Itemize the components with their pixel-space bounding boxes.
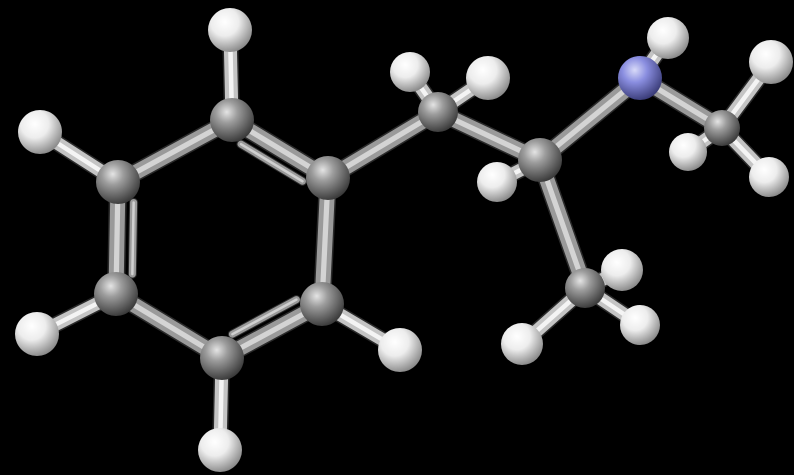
atom-c9-carbon	[565, 268, 605, 308]
bond-c8-c9	[531, 151, 594, 297]
atom-c8-carbon	[518, 138, 562, 182]
atom-h11-hydrogen	[669, 133, 707, 171]
atom-h5-hydrogen	[378, 328, 422, 372]
atom-h14-hydrogen	[501, 323, 543, 365]
atom-c10-carbon	[704, 110, 740, 146]
atom-h2-hydrogen	[18, 110, 62, 154]
atom-h7-hydrogen	[466, 56, 510, 100]
atom-c3-carbon	[300, 282, 344, 326]
atom-h6-hydrogen	[390, 52, 430, 92]
atom-c5-carbon	[94, 272, 138, 316]
atom-c2-carbon	[306, 156, 350, 200]
atom-c7-carbon	[418, 92, 458, 132]
atom-h8-hydrogen	[477, 162, 517, 202]
atom-c6-carbon	[96, 160, 140, 204]
bonds-layer	[29, 22, 779, 458]
atom-h1-hydrogen	[208, 8, 252, 52]
atoms-layer	[15, 8, 793, 472]
atom-h3-hydrogen	[15, 312, 59, 356]
atom-n1-nitrogen	[618, 56, 662, 100]
atom-h10-hydrogen	[749, 40, 793, 84]
atom-h13-hydrogen	[601, 249, 643, 291]
atom-c4-carbon	[200, 336, 244, 380]
atom-h9-hydrogen	[647, 17, 689, 59]
atom-h4-hydrogen	[198, 428, 242, 472]
atom-c1-carbon	[210, 98, 254, 142]
atom-h12-hydrogen	[749, 157, 789, 197]
atom-h15-hydrogen	[620, 305, 660, 345]
